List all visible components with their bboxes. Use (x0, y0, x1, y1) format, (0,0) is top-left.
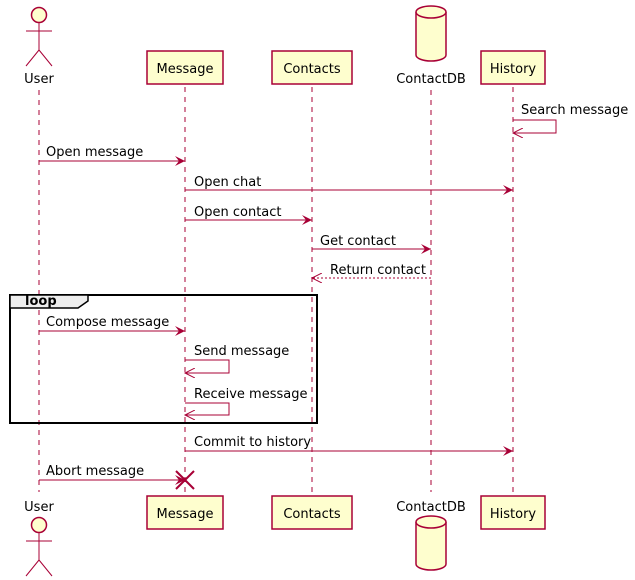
participant-message-top: Message (146, 50, 224, 85)
message-receive-message: Receive message (185, 387, 307, 415)
participant-label: ContactDB (396, 72, 466, 87)
message-label: Compose message (46, 315, 169, 330)
message-label: Open contact (194, 205, 282, 220)
participant-label: Contacts (283, 62, 341, 77)
message-abort-message: Abort message (39, 464, 195, 490)
participant-user-bottom: User (24, 500, 54, 577)
message-label: Abort message (46, 464, 144, 479)
message-label: Open message (46, 145, 143, 160)
database-icon (415, 5, 447, 62)
message-label: Receive message (194, 387, 307, 402)
participant-label: User (24, 500, 54, 515)
message-label: Commit to history (194, 435, 311, 450)
message-label: Open chat (194, 175, 261, 190)
participant-contactdb-top: ContactDB (396, 5, 466, 87)
participant-history-bottom: History (480, 495, 546, 530)
participant-label: Message (157, 507, 214, 522)
database-icon (415, 515, 447, 571)
participant-label: Contacts (283, 507, 341, 522)
loop-frame: loop (9, 294, 318, 424)
message-send-message: Send message (185, 344, 289, 373)
actor-icon (25, 516, 53, 577)
message-open-message: Open message (39, 145, 185, 166)
message-search-message: Search message (513, 103, 628, 133)
actor-icon (25, 6, 53, 67)
destroy-icon (175, 470, 195, 490)
participant-history-top: History (480, 50, 546, 85)
message-open-chat: Open chat (185, 175, 513, 195)
participant-label: Message (157, 62, 214, 77)
message-label: Get contact (320, 234, 396, 249)
participant-contactdb-bottom: ContactDB (396, 500, 466, 571)
participant-user-top: User (24, 6, 54, 87)
participant-label: History (490, 62, 537, 77)
participant-contacts-bottom: Contacts (271, 495, 353, 530)
message-open-contact: Open contact (185, 205, 312, 225)
message-label: Send message (194, 344, 289, 359)
participant-label: History (490, 507, 537, 522)
participant-message-bottom: Message (146, 495, 224, 530)
participant-label: User (24, 72, 54, 87)
message-commit-to-history: Commit to history (185, 435, 513, 456)
message-compose-message: Compose message (39, 315, 185, 336)
message-get-contact: Get contact (312, 234, 431, 254)
message-return-contact: Return contact (312, 263, 431, 278)
message-label: Search message (521, 103, 628, 118)
message-label: Return contact (330, 263, 426, 278)
participant-contacts-top: Contacts (271, 50, 353, 85)
loop-label: loop (25, 294, 57, 309)
participant-label: ContactDB (396, 500, 466, 515)
